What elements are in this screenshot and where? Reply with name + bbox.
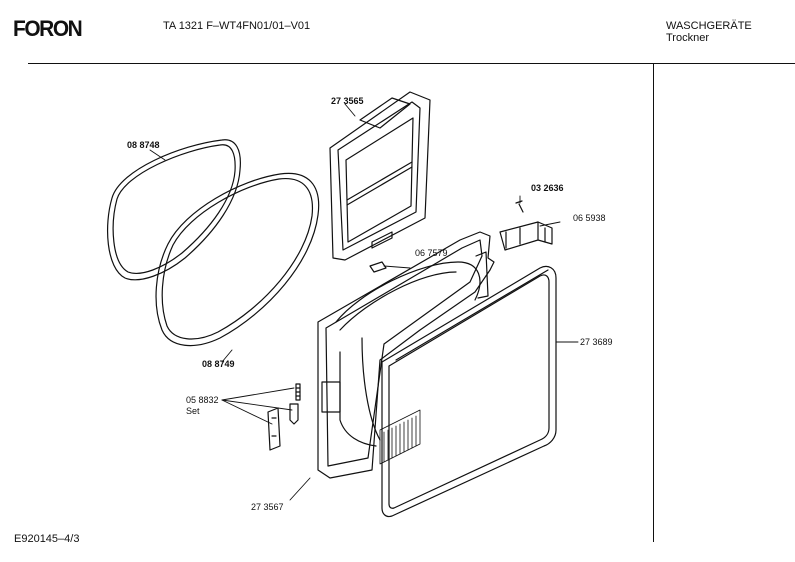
category-block: WASCHGERÄTE Trockner bbox=[666, 20, 752, 44]
label-latch-set: 05 8832 bbox=[186, 395, 219, 405]
pin bbox=[369, 261, 387, 273]
label-gasket-outer: 08 8748 bbox=[127, 140, 160, 150]
door-frame bbox=[317, 231, 495, 479]
gasket-inner bbox=[155, 172, 320, 347]
label-door-frame: 27 3567 bbox=[251, 502, 284, 512]
label-door-panel: 27 3689 bbox=[580, 337, 613, 347]
leader-lines bbox=[149, 103, 579, 501]
model-number: TA 1321 F–WT4FN01/01–V01 bbox=[163, 20, 311, 32]
door-panel bbox=[379, 265, 557, 518]
category-title: WASCHGERÄTE bbox=[666, 20, 752, 32]
label-hinge: 06 5938 bbox=[573, 213, 606, 223]
brand-logo: FORON bbox=[13, 16, 83, 41]
header-divider bbox=[28, 63, 795, 64]
label-latch-set-note: Set bbox=[186, 406, 200, 416]
label-filter-frame: 27 3565 bbox=[331, 96, 364, 106]
latch-set bbox=[267, 383, 301, 451]
label-screw: 03 2636 bbox=[531, 183, 564, 193]
side-divider bbox=[653, 64, 654, 542]
label-gasket-inner: 08 8749 bbox=[202, 359, 235, 369]
screw bbox=[515, 200, 524, 213]
category-subtitle: Trockner bbox=[666, 32, 709, 44]
filter-frame bbox=[329, 91, 431, 261]
label-pin: 06 7579 bbox=[415, 248, 448, 258]
drawing-id: E920145–4/3 bbox=[14, 533, 80, 545]
gasket-outer bbox=[107, 139, 241, 281]
hinge bbox=[499, 221, 553, 251]
door-vent-grille bbox=[379, 409, 421, 465]
